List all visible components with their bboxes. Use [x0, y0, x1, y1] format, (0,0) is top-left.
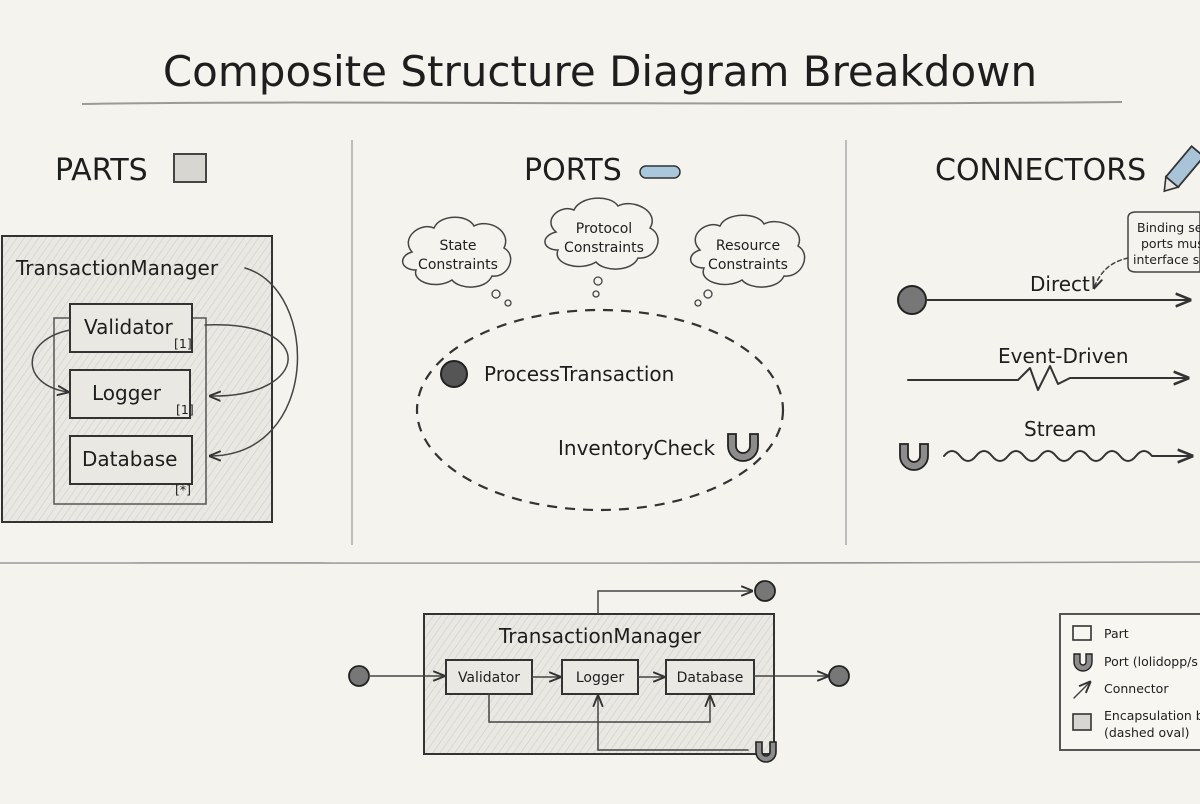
title-underline: [81, 101, 1123, 105]
part-validator[interactable]: Validator [1]: [69, 303, 193, 353]
cloud-3-line1: Resource: [716, 238, 780, 254]
connectors-header: CONNECTORS: [935, 153, 1146, 188]
cloud-3-line2: Constraints: [708, 257, 788, 273]
legend-item-part: Part: [1072, 625, 1129, 641]
parts-connector-right-1: [204, 324, 289, 396]
bottom-part-validator[interactable]: Validator: [445, 659, 533, 695]
cloud-protocol-constraints: Protocol Constraints: [544, 197, 659, 298]
connector-event-driven[interactable]: Event-Driven: [907, 344, 1188, 391]
legend: Part Port (lolidopp/s Connector Encapsul…: [1059, 613, 1200, 751]
ports-header: PORTS: [524, 153, 622, 188]
part-database-multiplicity: [*]: [175, 482, 191, 497]
cloud-1-line1: State: [439, 238, 476, 254]
port-inventory-check[interactable]: InventoryCheck: [558, 433, 759, 462]
legend-part-label: Part: [1104, 626, 1129, 641]
bottom-port-required[interactable]: [755, 741, 777, 763]
part-validator-multiplicity: [1]: [174, 336, 192, 351]
bottom-container-label: TransactionManager: [498, 624, 702, 648]
bottom-validator-label: Validator: [458, 670, 520, 686]
bottom-port-right[interactable]: [828, 665, 850, 687]
port-process-transaction[interactable]: ProcessTransaction: [440, 360, 674, 388]
legend-item-connector: Connector: [1073, 681, 1169, 699]
note-line3: interface s: [1133, 252, 1199, 267]
bottom-diagram: TransactionManager Validator Logger Data…: [348, 580, 850, 763]
port-process-transaction-label: ProcessTransaction: [484, 362, 674, 386]
bottom-database-label: Database: [677, 670, 744, 686]
bottom-logger-label: Logger: [576, 670, 625, 686]
port-header-icon: [639, 165, 681, 179]
part-database-label: Database: [82, 447, 177, 471]
cloud-1-line2: Constraints: [418, 257, 498, 273]
cloud-state-constraints: State Constraints: [402, 216, 512, 307]
connector-direct[interactable]: Direct: [897, 272, 1190, 315]
part-database[interactable]: Database [*]: [69, 435, 193, 497]
cloud-2-line1: Protocol: [576, 221, 632, 237]
part-logger[interactable]: Logger [1]: [69, 369, 194, 419]
part-validator-label: Validator: [84, 315, 174, 339]
connectors-section: CONNECTORS Binding se ports mus interfac…: [897, 144, 1200, 471]
encapsulation-oval: [415, 308, 785, 512]
cloud-resource-constraints: Resource Constraints: [690, 214, 806, 307]
connector-stream-label: Stream: [1024, 417, 1096, 441]
part-logger-multiplicity: [1]: [176, 402, 194, 417]
legend-encapsulation-label: Encapsulation b: [1104, 708, 1200, 723]
note-line1: Binding se: [1137, 220, 1200, 235]
parts-header: PARTS: [55, 153, 148, 188]
parts-container-label: TransactionManager: [15, 256, 219, 280]
divider-horizontal: [0, 561, 1200, 564]
cloud-2-line2: Constraints: [564, 240, 644, 256]
ports-section: PORTS State Constraints Protocol Constra…: [402, 153, 806, 512]
legend-connector-label: Connector: [1104, 681, 1169, 696]
pencil-icon: [1163, 144, 1200, 193]
part-logger-label: Logger: [92, 381, 162, 405]
parts-connector-right-2: [210, 267, 299, 456]
connector-direct-label: Direct: [1030, 272, 1090, 296]
connector-stream[interactable]: Stream: [899, 417, 1192, 471]
port-inventory-check-label: InventoryCheck: [558, 436, 715, 460]
legend-item-encapsulation: Encapsulation b (dashed oval): [1072, 708, 1200, 740]
bottom-port-top[interactable]: [754, 580, 776, 602]
bottom-port-left[interactable]: [348, 665, 370, 687]
binding-note: Binding se ports mus interface s: [1094, 211, 1200, 288]
provided-port-icon: [440, 360, 468, 388]
page-title: Composite Structure Diagram Breakdown: [163, 47, 1037, 96]
bottom-part-database[interactable]: Database: [665, 659, 755, 695]
connector-event-driven-label: Event-Driven: [998, 344, 1129, 368]
bottom-part-logger[interactable]: Logger: [561, 659, 639, 695]
parts-connector-left: [31, 329, 71, 392]
legend-item-port: Port (lolidopp/s: [1073, 653, 1198, 672]
legend-port-label: Port (lolidopp/s: [1104, 654, 1198, 669]
legend-encapsulation-label2: (dashed oval): [1104, 725, 1190, 740]
part-icon: [173, 153, 207, 183]
required-port-icon: [727, 433, 759, 462]
note-line2: ports mus: [1141, 236, 1200, 251]
parts-section: PARTS TransactionManager Validator [1] L…: [1, 153, 299, 523]
